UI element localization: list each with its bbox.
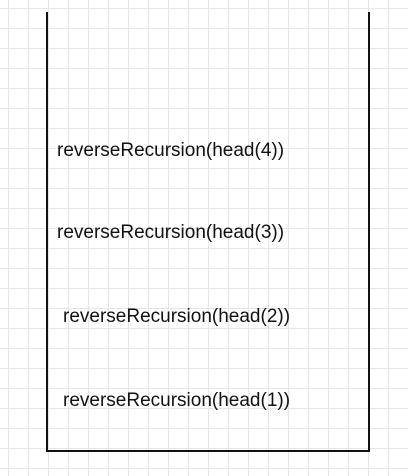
stack-frame-head-1: reverseRecursion(head(1)) — [63, 390, 291, 411]
stack-frame-head-3: reverseRecursion(head(3)) — [57, 222, 285, 243]
call-stack-container — [46, 12, 370, 452]
stack-frame-head-2: reverseRecursion(head(2)) — [63, 306, 291, 327]
stack-frame-head-4: reverseRecursion(head(4)) — [57, 140, 285, 161]
